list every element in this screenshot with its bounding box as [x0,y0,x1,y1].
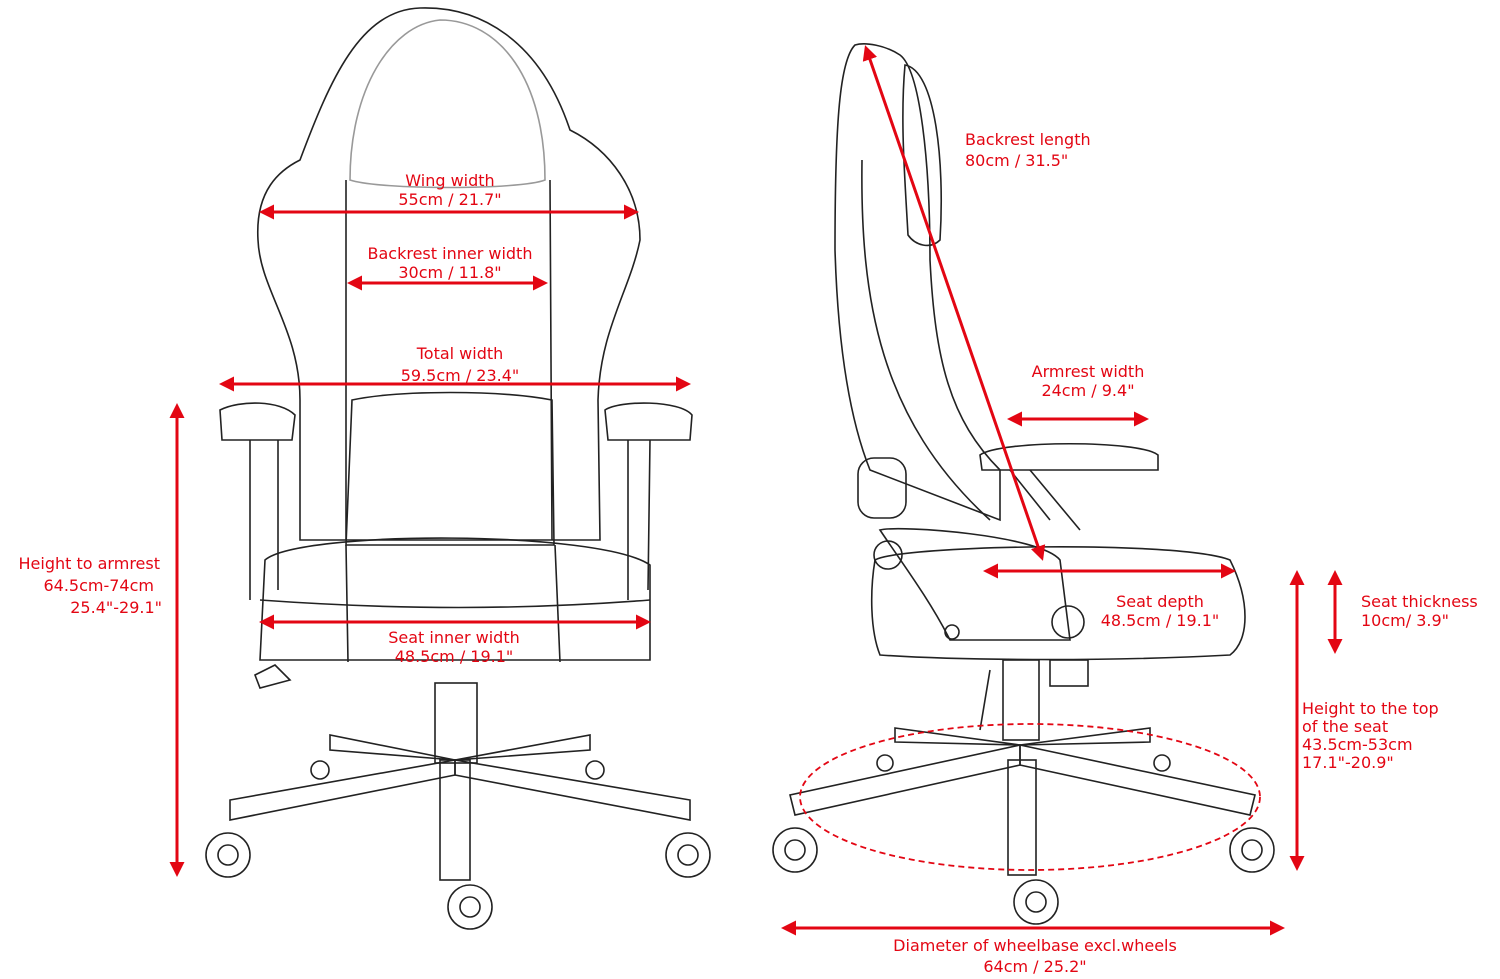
height-to-armrest-label: Height to armrest 64.5cm-74cm 25.4"-29.1… [10,554,163,617]
height-to-seat-title-2: of the seat [1302,717,1389,736]
total-width-value: 59.5cm / 23.4" [400,366,520,385]
seat-thickness-label: Seat thickness 10cm/ 3.9" [1361,592,1478,630]
wheelbase-diameter-title: Diameter of wheelbase excl.wheels [893,936,1177,955]
armrest-width-title: Armrest width [1031,362,1145,381]
backrest-length-title: Backrest length [965,130,1091,149]
height-to-seat-label: Height to the top of the seat 43.5cm-53c… [1302,700,1439,772]
seat-inner-width-label: Seat inner width 48.5cm / 19.1" [374,628,534,666]
total-width-label: Total width 59.5cm / 23.4" [380,344,540,385]
wing-width-title: Wing width [405,171,495,190]
seat-depth-label: Seat depth 48.5cm / 19.1" [1090,592,1230,630]
seat-thickness-value: 10cm/ 3.9" [1361,611,1450,630]
seat-depth-value: 48.5cm / 19.1" [1100,611,1220,630]
backrest-length-arrow [862,45,1046,561]
height-to-armrest-in: 25.4"-29.1" [70,598,162,617]
dimension-arrows [169,45,1343,936]
height-to-seat-title-1: Height to the top [1302,699,1439,718]
height-to-armrest-title: Height to armrest [18,554,161,573]
height-to-armrest-cm: 64.5cm-74cm [43,576,154,595]
seat-inner-width-title: Seat inner width [388,628,520,647]
seat-inner-width-value: 48.5cm / 19.1" [394,647,514,666]
wing-width-label: Wing width 55cm / 21.7" [380,171,520,209]
armrest-width-value: 24cm / 9.4" [1041,381,1135,400]
wheelbase-diameter-label: Diameter of wheelbase excl.wheels 64cm /… [860,935,1210,977]
wing-width-value: 55cm / 21.7" [398,190,502,209]
seat-depth-title: Seat depth [1116,592,1204,611]
height-to-seat-cm: 43.5cm-53cm [1302,735,1413,754]
backrest-inner-width-title: Backrest inner width [367,244,533,263]
wheelbase-diameter-value: 64cm / 25.2" [983,957,1087,976]
backrest-length-label: Backrest length 80cm / 31.5" [965,130,1091,170]
height-to-seat-in: 17.1"-20.9" [1302,753,1394,772]
wheelbase-dashed-ellipse [799,723,1261,871]
backrest-length-value: 80cm / 31.5" [965,151,1069,170]
side-chair-illustration [772,43,1275,925]
armrest-width-label: Armrest width 24cm / 9.4" [1008,362,1168,400]
total-width-title: Total width [416,344,504,363]
seat-thickness-title: Seat thickness [1361,592,1478,611]
front-chair-illustration [205,7,711,930]
backrest-inner-width-label: Backrest inner width 30cm / 11.8" [360,244,540,282]
backrest-inner-width-value: 30cm / 11.8" [398,263,502,282]
